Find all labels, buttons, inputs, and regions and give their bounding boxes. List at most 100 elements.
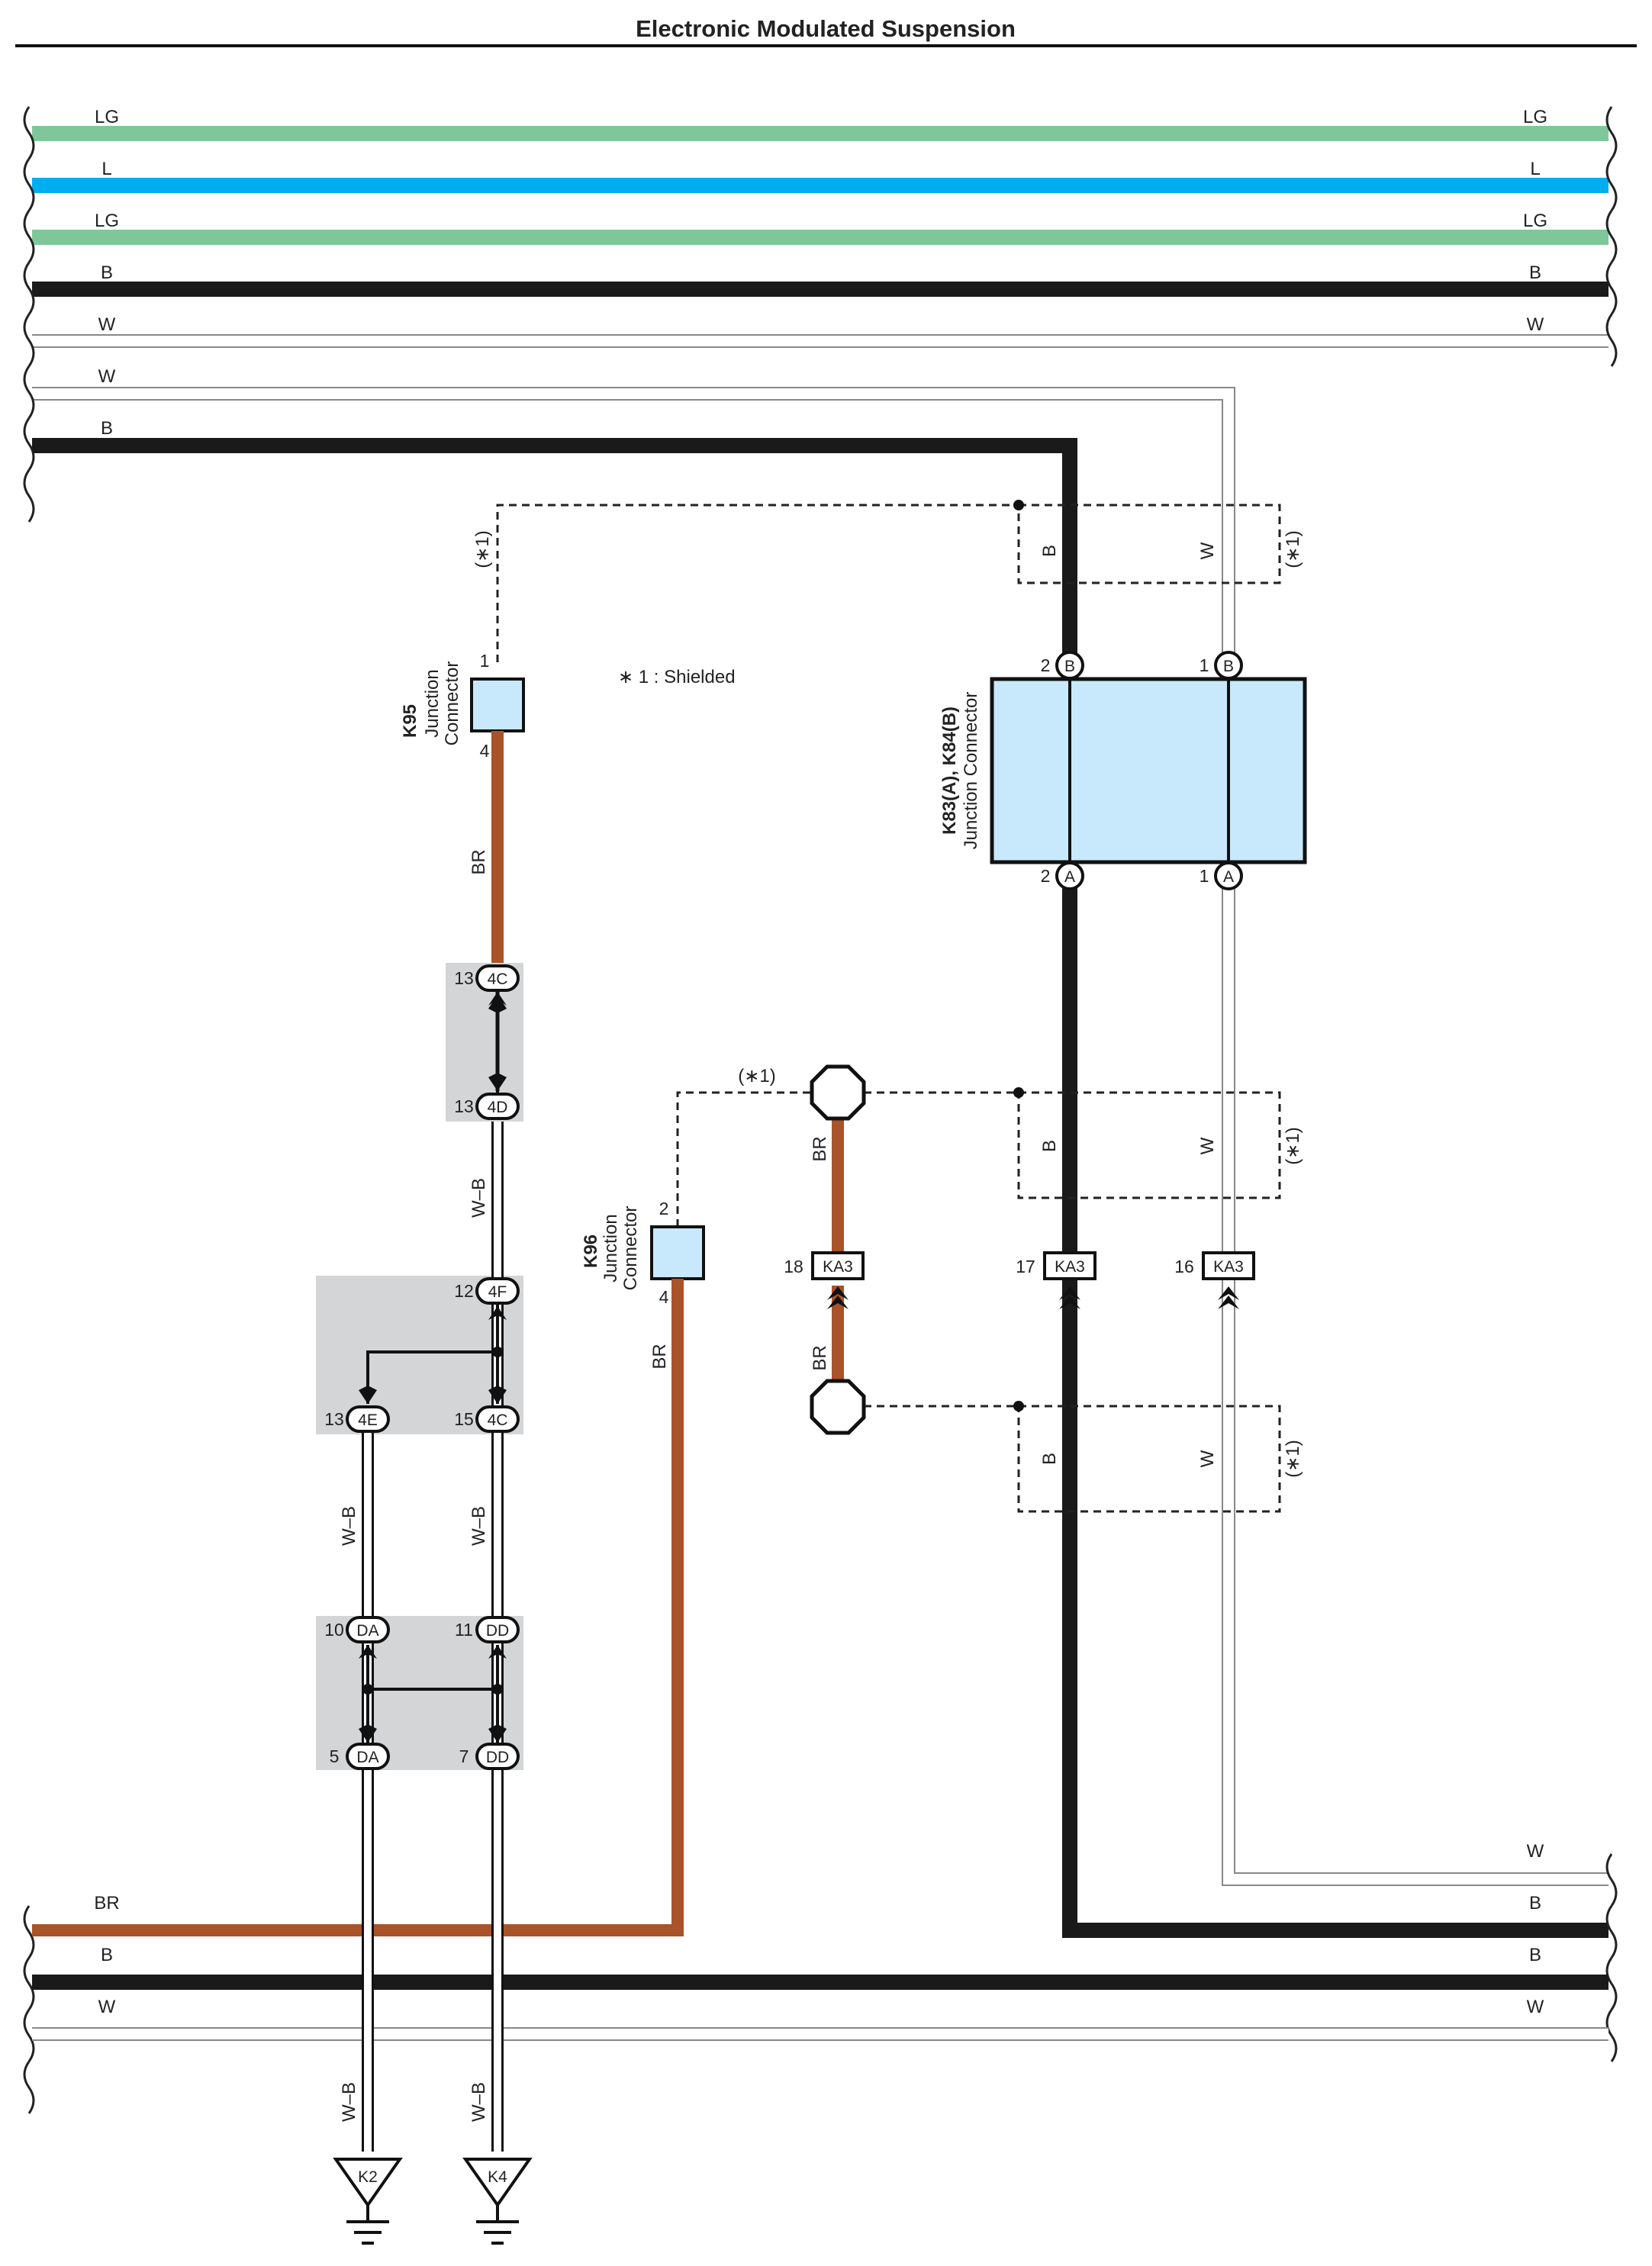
label-l-right: L — [1530, 159, 1540, 179]
wire-break-wave — [23, 365, 35, 419]
label-br-k95: BR — [469, 849, 489, 874]
label-wb-3: W–B — [469, 1506, 489, 1546]
wire-break-wave — [23, 2009, 35, 2062]
junction-pin-j15_4c: 4C 15 — [454, 1405, 520, 1433]
junction-pin-code: DA — [356, 1749, 378, 1766]
junction-pin-j13_4c: 4C 13 — [454, 964, 520, 992]
label-wb-4: W–B — [339, 2082, 359, 2122]
shield-note: ∗ 1 : Shielded — [618, 667, 736, 687]
label-w-right: W — [1527, 314, 1544, 335]
ka3-connectors: KA3 18 KA3 17 KA3 16 — [784, 1251, 1255, 1280]
shield-mid-w: W — [1197, 1137, 1218, 1154]
junction-pin-number: 13 — [454, 968, 474, 988]
shield-low-w: W — [1197, 1450, 1218, 1467]
shield-octagons — [810, 1064, 866, 1435]
wire-break-wave — [23, 210, 35, 263]
junction-pin-code: 4C — [488, 970, 508, 988]
ka3-chevrons — [827, 1286, 1239, 1309]
octagon-bottom — [810, 1379, 866, 1435]
wire-break-wave — [23, 314, 35, 367]
wire-break-wave — [1605, 158, 1618, 211]
junction-pin-code: 4D — [488, 1099, 508, 1116]
k83-bottom-pin-2-num: 1 — [1200, 866, 1209, 886]
label-wb-5: W–B — [469, 2082, 489, 2122]
k96-shield — [676, 1091, 1281, 1513]
junction-pin-number: 12 — [454, 1281, 474, 1301]
k83-code: K83(A), K84(B) — [939, 707, 960, 835]
k83-bottom-pin-2-code: A — [1223, 868, 1234, 886]
bottom-left-labels: BR B W — [94, 1893, 119, 2017]
wire-break-wave — [1605, 1853, 1618, 1907]
junction-pin-number: 15 — [454, 1409, 474, 1429]
junction-pin-code: DD — [486, 1749, 509, 1766]
label-lg-2: LG — [95, 211, 119, 231]
junction-pin-number: 13 — [454, 1096, 474, 1116]
ka3-17-code: KA3 — [1055, 1258, 1085, 1276]
k83-bottom-pin-1-num: 2 — [1041, 866, 1051, 886]
label-b-br-2: B — [1529, 1945, 1541, 1965]
ka3-16-num: 16 — [1174, 1257, 1194, 1276]
wire-break-wave — [23, 469, 35, 523]
shield-label-k96: (∗1) — [738, 1066, 775, 1086]
shield-label-top-right: (∗1) — [1283, 530, 1303, 568]
k95-line2: Connector — [442, 661, 462, 746]
label-lg-1: LG — [95, 107, 119, 127]
wire-br-k96 — [32, 1279, 684, 1936]
ka3-17-num: 17 — [1016, 1257, 1035, 1276]
junction-pin-code: 4C — [488, 1411, 508, 1429]
junction-pin-j7_dd: DD7 — [459, 1743, 520, 1770]
shield-top-b: B — [1039, 545, 1060, 557]
shield-top-w: W — [1197, 542, 1218, 559]
junction-pin-j13_4e: 4E 13 — [324, 1405, 390, 1433]
k96-connector: 2 4 K96 Junction Connector — [581, 1199, 705, 1307]
shield-mid-b: B — [1039, 1140, 1060, 1152]
label-lg-2-right: LG — [1523, 211, 1547, 231]
ground-k4-label: K4 — [488, 2168, 507, 2186]
junction-pin-number: 11 — [455, 1620, 473, 1640]
wire-break-wave — [23, 262, 35, 315]
label-l: L — [101, 159, 111, 179]
shield-low-b: B — [1039, 1453, 1060, 1465]
k95-line1: Junction — [422, 669, 443, 737]
ground-k2: K2 — [333, 2158, 403, 2245]
junction-pin-j5_da: DA 5 — [330, 1743, 390, 1770]
junction-pin-code: DA — [356, 1622, 378, 1640]
label-w-bottom: W — [98, 1997, 116, 2017]
wire-break-wave — [1605, 314, 1618, 367]
top-right-labels: LG L LG B W — [1523, 107, 1547, 335]
k83-top-pin-2-code: B — [1223, 658, 1234, 675]
label-wb-2: W–B — [339, 1506, 359, 1546]
wire-break-wave — [1605, 262, 1618, 315]
junction-pin-number: 5 — [330, 1746, 340, 1766]
wire-break-wave — [1605, 106, 1618, 159]
label-lg-1-right: LG — [1523, 107, 1547, 127]
wire-break-markers — [23, 106, 1618, 2114]
k95-pin-bottom: 4 — [480, 741, 490, 761]
wire-break-wave — [23, 2061, 35, 2114]
junction-pin-number: 13 — [324, 1409, 344, 1429]
wire-break-wave — [23, 1957, 35, 2010]
label-b-1: B — [101, 262, 113, 283]
ka3-18-num: 18 — [784, 1257, 803, 1276]
k96-line1: Junction — [601, 1214, 621, 1282]
k95-connector: 1 4 K95 Junction Connector — [400, 651, 525, 761]
k96-pin-bottom: 4 — [659, 1287, 669, 1307]
wire-break-wave — [23, 417, 35, 471]
junction-pin-code: 4E — [358, 1411, 378, 1429]
shield-label-low: (∗1) — [1283, 1440, 1303, 1477]
junction-pin-code: 4F — [488, 1283, 507, 1301]
label-w-1: W — [98, 314, 116, 335]
wire-break-wave — [1605, 1957, 1618, 2010]
k95-code: K95 — [400, 704, 420, 738]
shield-top — [496, 504, 1281, 662]
label-br-oct-1: BR — [810, 1136, 830, 1161]
k83-top-pin-1-code: B — [1064, 658, 1075, 675]
junction-pin-j12_4f: 4F 12 — [454, 1277, 520, 1305]
label-w-br-1: W — [1527, 1841, 1544, 1862]
k95-pin-top: 1 — [480, 651, 490, 671]
label-b-br-1: B — [1529, 1893, 1541, 1914]
label-wb-1: W–B — [469, 1178, 489, 1218]
